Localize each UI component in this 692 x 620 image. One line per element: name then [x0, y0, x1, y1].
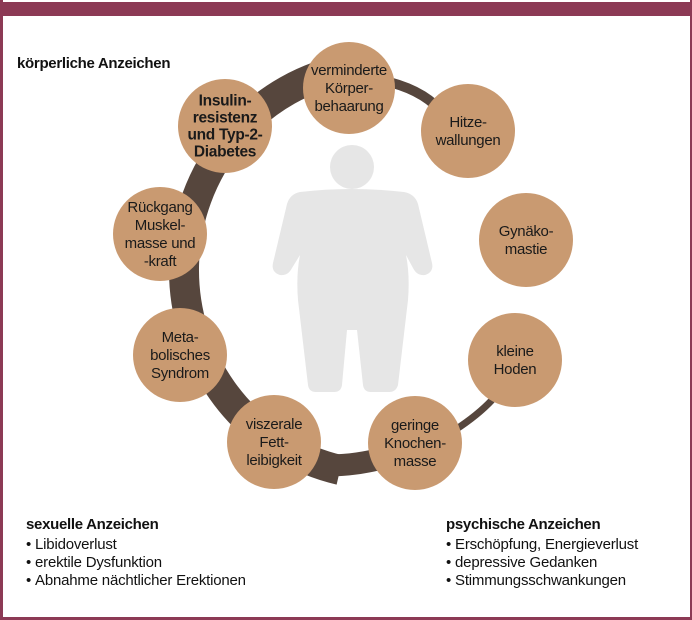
list-item: Stimmungsschwankungen: [446, 572, 638, 590]
bubble-circle: [113, 187, 207, 281]
bubble-label-line: geringe: [391, 417, 439, 434]
bubble-label-line: verminderte: [311, 62, 387, 79]
list-item: erektile Dysfunktion: [26, 554, 246, 572]
bubble-label-line: Syndrom: [151, 365, 209, 382]
bubble-label-line: und Typ-2-: [187, 127, 262, 144]
bubble-circle: [479, 193, 573, 287]
bubble-label-line: kleine: [496, 343, 533, 360]
bubble-label-line: wallungen: [435, 132, 501, 149]
bubble-circle: [178, 79, 272, 173]
bubble-label-line: viszerale: [246, 416, 303, 433]
bubble-label-line: mastie: [505, 241, 547, 258]
bubble-label-line: Meta-: [162, 329, 199, 346]
list-item: Libidoverlust: [26, 536, 246, 554]
bubble-label-line: Insulin-: [199, 93, 252, 110]
bubbles: verminderteKörper-behaarungHitze-wallung…: [113, 42, 573, 490]
bubble-label-line: Körper-: [325, 80, 373, 97]
list-item: Erschöpfung, Energieverlust: [446, 536, 638, 554]
bubble-label-line: resistenz: [193, 110, 258, 127]
bubble-label-line: -kraft: [144, 253, 178, 270]
section-title-psychisch: psychische Anzeichen: [446, 516, 601, 533]
section-title-sexuell: sexuelle Anzeichen: [26, 516, 159, 533]
bubble-gynaekomastie: Gynäko-mastie: [479, 193, 573, 287]
list-psychisch: Erschöpfung, Energieverlust depressive G…: [446, 536, 638, 590]
bubble-label-line: masse und: [125, 235, 196, 252]
bubble-label-line: Muskel-: [135, 217, 186, 234]
bubble-circle: [468, 313, 562, 407]
list-sexuell: Libidoverlust erektile Dysfunktion Abnah…: [26, 536, 246, 590]
bubble-circle: [421, 84, 515, 178]
bubble-label-line: leibigkeit: [246, 452, 302, 469]
section-title-koerperlich: körperliche Anzeichen: [17, 55, 171, 72]
list-item: depressive Gedanken: [446, 554, 638, 572]
bubble-circle: [133, 308, 227, 402]
bubble-label-line: behaarung: [314, 98, 383, 115]
bubble-label-line: masse: [394, 453, 437, 470]
bubble-label-line: Rückgang: [127, 199, 192, 216]
obese-person-icon: [272, 145, 433, 392]
bubble-circle: [227, 395, 321, 489]
list-item: Abnahme nächtlicher Erektionen: [26, 572, 246, 590]
bubble-label-line: bolisches: [150, 347, 210, 364]
bubble-label-line: Hitze-: [449, 114, 487, 131]
bubble-hitzewallungen: Hitze-wallungen: [421, 84, 515, 178]
bubble-label-line: Knochen-: [384, 435, 446, 452]
bubble-label-line: Hoden: [494, 361, 537, 378]
header-bar: [0, 2, 692, 16]
ring-arc-bottom-right: [453, 397, 495, 433]
bubble-label-line: Fett-: [259, 434, 289, 451]
bubble-label-line: Diabetes: [194, 144, 256, 161]
bubble-circle: [303, 42, 395, 134]
bubble-label-line: Gynäko-: [499, 223, 554, 240]
bubble-circle: [368, 396, 462, 490]
